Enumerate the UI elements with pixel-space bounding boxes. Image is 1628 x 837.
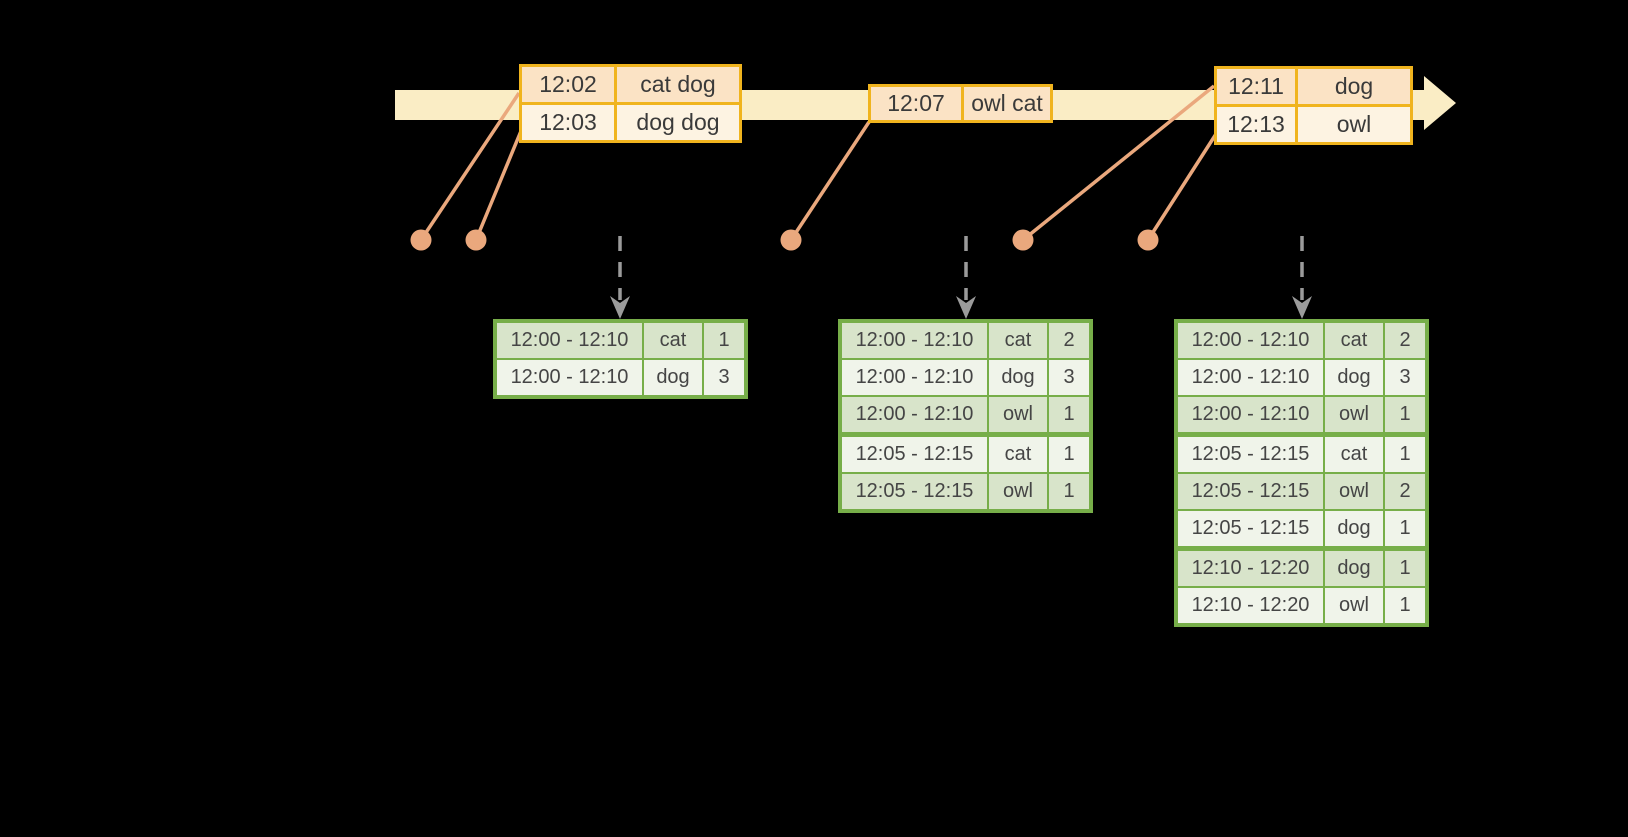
table-row: 12:05 - 12:15 owl 2 bbox=[1175, 472, 1428, 511]
table-row: 12:13 owl bbox=[1214, 104, 1413, 145]
window-cell: 12:05 - 12:15 bbox=[1175, 432, 1325, 474]
event-words-cell: cat dog bbox=[614, 64, 742, 105]
event-words-cell: owl cat bbox=[961, 84, 1053, 123]
window-cell: 12:00 - 12:10 bbox=[1175, 320, 1325, 360]
count-cell: 1 bbox=[1383, 395, 1428, 436]
window-cell: 12:10 - 12:20 bbox=[1175, 546, 1325, 588]
event-time-cell: 12:02 bbox=[519, 64, 617, 105]
count-cell: 2 bbox=[1383, 320, 1428, 360]
event-words-cell: dog bbox=[1295, 66, 1413, 107]
dashed-arrow-1 bbox=[610, 236, 630, 319]
event-words-cell: owl bbox=[1295, 104, 1413, 145]
event-time-cell: 12:13 bbox=[1214, 104, 1298, 145]
count-cell: 1 bbox=[1383, 432, 1428, 474]
word-cell: dog bbox=[1323, 358, 1385, 397]
connector-line-4 bbox=[1021, 84, 1216, 242]
event-words-cell: dog dog bbox=[614, 102, 742, 143]
count-cell: 3 bbox=[702, 358, 747, 398]
table-row: 12:05 - 12:15 owl 1 bbox=[839, 472, 1092, 512]
event-dot-1 bbox=[410, 229, 432, 251]
count-cell: 3 bbox=[1383, 358, 1428, 397]
table-row: 12:00 - 12:10 owl 1 bbox=[839, 395, 1092, 436]
window-cell: 12:00 - 12:10 bbox=[494, 320, 644, 360]
window-cell: 12:05 - 12:15 bbox=[1175, 472, 1325, 511]
table-row: 12:00 - 12:10 dog 3 bbox=[839, 358, 1092, 397]
dashed-arrow-2 bbox=[956, 236, 976, 319]
event-table-2: 12:07 owl cat bbox=[868, 84, 1053, 123]
result-table-2: 12:00 - 12:10 cat 2 12:00 - 12:10 dog 3 … bbox=[838, 319, 1093, 513]
connector-line-2 bbox=[474, 130, 523, 241]
word-cell: dog bbox=[987, 358, 1049, 397]
count-cell: 1 bbox=[702, 320, 747, 360]
dashed-arrow-3 bbox=[1292, 236, 1312, 319]
table-row: 12:00 - 12:10 dog 3 bbox=[1175, 358, 1428, 397]
word-cell: cat bbox=[1323, 432, 1385, 474]
window-cell: 12:05 - 12:15 bbox=[839, 432, 989, 474]
table-row: 12:05 - 12:15 cat 1 bbox=[1175, 432, 1428, 474]
event-dot-3 bbox=[780, 229, 802, 251]
table-row: 12:00 - 12:10 cat 2 bbox=[1175, 320, 1428, 360]
word-cell: owl bbox=[987, 472, 1049, 512]
event-dot-2 bbox=[465, 229, 487, 251]
count-cell: 1 bbox=[1047, 395, 1092, 436]
table-row: 12:10 - 12:20 owl 1 bbox=[1175, 586, 1428, 626]
event-table-3: 12:11 dog 12:13 owl bbox=[1214, 66, 1413, 145]
connector-line-1 bbox=[419, 92, 521, 241]
count-cell: 1 bbox=[1383, 546, 1428, 588]
result-table-3: 12:00 - 12:10 cat 2 12:00 - 12:10 dog 3 … bbox=[1174, 319, 1429, 627]
count-cell: 2 bbox=[1047, 320, 1092, 360]
event-table-1: 12:02 cat dog 12:03 dog dog bbox=[519, 64, 742, 143]
word-cell: dog bbox=[1323, 509, 1385, 550]
event-time-cell: 12:03 bbox=[519, 102, 617, 143]
event-dot-4 bbox=[1012, 229, 1034, 251]
table-row: 12:05 - 12:15 cat 1 bbox=[839, 432, 1092, 474]
table-row: 12:00 - 12:10 dog 3 bbox=[494, 358, 747, 398]
table-row: 12:03 dog dog bbox=[519, 102, 742, 143]
word-cell: dog bbox=[642, 358, 704, 398]
table-row: 12:00 - 12:10 cat 1 bbox=[494, 320, 747, 360]
window-cell: 12:00 - 12:10 bbox=[494, 358, 644, 398]
event-dot-5 bbox=[1137, 229, 1159, 251]
word-cell: owl bbox=[1323, 472, 1385, 511]
table-row: 12:07 owl cat bbox=[868, 84, 1053, 123]
window-cell: 12:05 - 12:15 bbox=[839, 472, 989, 512]
table-row: 12:00 - 12:10 cat 2 bbox=[839, 320, 1092, 360]
connector-line-5 bbox=[1146, 133, 1218, 241]
word-cell: cat bbox=[987, 320, 1049, 360]
word-cell: cat bbox=[987, 432, 1049, 474]
word-cell: owl bbox=[987, 395, 1049, 436]
count-cell: 1 bbox=[1047, 472, 1092, 512]
table-row: 12:11 dog bbox=[1214, 66, 1413, 107]
window-cell: 12:00 - 12:10 bbox=[1175, 358, 1325, 397]
count-cell: 1 bbox=[1383, 509, 1428, 550]
result-table-1: 12:00 - 12:10 cat 1 12:00 - 12:10 dog 3 bbox=[493, 319, 748, 399]
window-cell: 12:00 - 12:10 bbox=[839, 358, 989, 397]
table-row: 12:00 - 12:10 owl 1 bbox=[1175, 395, 1428, 436]
table-row: 12:05 - 12:15 dog 1 bbox=[1175, 509, 1428, 550]
count-cell: 1 bbox=[1383, 586, 1428, 626]
event-time-cell: 12:11 bbox=[1214, 66, 1298, 107]
count-cell: 2 bbox=[1383, 472, 1428, 511]
word-cell: dog bbox=[1323, 546, 1385, 588]
count-cell: 1 bbox=[1047, 432, 1092, 474]
window-cell: 12:00 - 12:10 bbox=[1175, 395, 1325, 436]
count-cell: 3 bbox=[1047, 358, 1092, 397]
window-cell: 12:00 - 12:10 bbox=[839, 395, 989, 436]
connector-line-3 bbox=[789, 121, 871, 241]
window-cell: 12:10 - 12:20 bbox=[1175, 586, 1325, 626]
word-cell: owl bbox=[1323, 395, 1385, 436]
word-cell: owl bbox=[1323, 586, 1385, 626]
event-time-cell: 12:07 bbox=[868, 84, 964, 123]
table-row: 12:02 cat dog bbox=[519, 64, 742, 105]
word-cell: cat bbox=[642, 320, 704, 360]
table-row: 12:10 - 12:20 dog 1 bbox=[1175, 546, 1428, 588]
window-cell: 12:00 - 12:10 bbox=[839, 320, 989, 360]
word-cell: cat bbox=[1323, 320, 1385, 360]
window-cell: 12:05 - 12:15 bbox=[1175, 509, 1325, 550]
